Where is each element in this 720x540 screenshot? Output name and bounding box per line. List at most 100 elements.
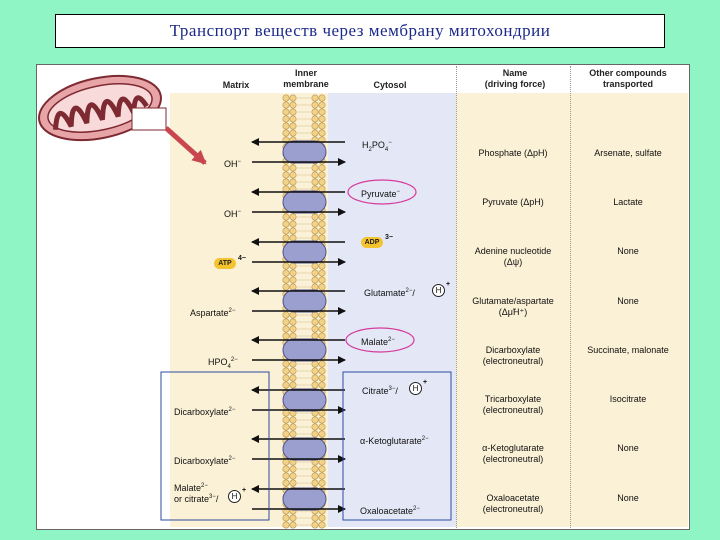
label-malate-or-citrate-line1: Malate2− — [174, 481, 208, 493]
lipid-head — [289, 164, 297, 172]
transporter-3 — [282, 240, 327, 264]
lipid-head — [318, 164, 326, 172]
lipid-head — [318, 374, 326, 382]
label-h2po4-h: H — [362, 140, 369, 150]
matrix-zone — [170, 93, 280, 527]
label-malate: Malate2− — [361, 335, 395, 347]
name-cell-3-line1: Adenine nucleotide — [474, 246, 552, 256]
label-ketoglutarate: α-Ketoglutarate2− — [360, 434, 429, 446]
header-membrane-line2: membrane — [283, 79, 329, 89]
lipid-head — [289, 423, 297, 431]
lipid-head — [311, 122, 319, 130]
name-cell-8: Oxaloacetate (electroneutral) — [460, 493, 566, 515]
label-aspartate-charge: 2− — [228, 308, 236, 314]
lipid-head — [318, 94, 326, 102]
name-cell-7-line2: (electroneutral) — [482, 454, 544, 464]
label-dicarboxylate-1: Dicarboxylate2− — [174, 405, 235, 417]
lipid-head — [282, 283, 290, 291]
label-dicarboxylate-2-text: Dicarboxylate — [174, 456, 229, 466]
transporter-6 — [282, 388, 327, 412]
lipid-head — [282, 108, 290, 116]
lipid-head — [289, 122, 297, 130]
label-slash-left: / — [215, 494, 219, 504]
lipid-head — [311, 325, 319, 333]
lipid-head — [282, 479, 290, 487]
lipid-head — [282, 94, 290, 102]
lipid-head — [318, 367, 326, 375]
lipid-head — [318, 458, 326, 466]
lipid-head — [282, 367, 290, 375]
label-glutamate: Glutamate2−/ — [364, 286, 415, 298]
other-cell-2-line1: Lactate — [613, 197, 643, 207]
name-cell-4: Glutamate/aspartate (Δμ̃H⁺) — [460, 296, 566, 318]
lipid-head — [311, 129, 319, 137]
name-cell-3-line2: (Δψ) — [503, 257, 523, 267]
lipid-head — [318, 381, 326, 389]
lipid-head — [282, 171, 290, 179]
lipid-head — [289, 283, 297, 291]
name-cell-1: Phosphate (ΔpH) — [460, 148, 566, 159]
lipid-head — [311, 521, 319, 529]
label-aspartate-text: Aspartate — [190, 308, 229, 318]
lipid-head — [318, 430, 326, 438]
lipid-head — [289, 178, 297, 186]
label-oxaloacetate-charge: 2− — [413, 506, 420, 512]
mitochondrion-icon — [38, 74, 207, 165]
proton-citrate-charge: + — [423, 379, 428, 386]
lipid-head — [282, 185, 290, 193]
label-hpo4-text: HPO — [208, 357, 228, 367]
lipid-head — [311, 213, 319, 221]
lipid-head — [282, 178, 290, 186]
label-oh-1-charge: − — [237, 159, 242, 165]
other-cell-6-line1: Isocitrate — [609, 394, 647, 404]
label-h2po4: H2PO4− — [362, 138, 392, 155]
lipid-head — [311, 479, 319, 487]
label-malate-left-charge: 2− — [201, 483, 208, 489]
lipid-head — [318, 213, 326, 221]
proton-citrate-text: H — [412, 384, 419, 393]
lipid-head — [282, 374, 290, 382]
lipid-head — [289, 129, 297, 137]
lipid-head — [282, 416, 290, 424]
lipid-head — [282, 129, 290, 137]
label-h2po4-charge: − — [388, 140, 392, 146]
lipid-head — [289, 360, 297, 368]
lipid-head — [282, 234, 290, 242]
label-hpo4-charge: 2− — [230, 357, 238, 363]
lipid-head — [282, 115, 290, 123]
lipid-head — [282, 213, 290, 221]
lipid-head — [289, 171, 297, 179]
lipid-head — [318, 276, 326, 284]
header-other: Other compounds transported — [576, 68, 680, 90]
lipid-head — [311, 283, 319, 291]
label-oh-1: OH− — [224, 157, 241, 169]
lipid-head — [289, 332, 297, 340]
lipid-head — [318, 185, 326, 193]
other-cell-4-line1: None — [617, 296, 639, 306]
lipid-head — [318, 479, 326, 487]
atp-charge: 4− — [238, 255, 246, 262]
lipid-head — [282, 409, 290, 417]
label-dicarboxylate-1-charge: 2− — [228, 407, 236, 413]
lipid-head — [318, 178, 326, 186]
lipid-head — [282, 276, 290, 284]
lipid-head — [318, 234, 326, 242]
other-cell-3-line1: None — [617, 246, 639, 256]
lipid-head — [289, 430, 297, 438]
transporter-group — [282, 140, 327, 511]
label-citrate: Citrate3−/ — [362, 384, 398, 396]
table-zone — [456, 93, 688, 527]
proton-left-charge: + — [242, 487, 247, 494]
lipid-head — [311, 220, 319, 228]
lipid-head — [318, 514, 326, 522]
header-name: Name (driving force) — [470, 68, 560, 90]
lipid-head — [289, 416, 297, 424]
lipid-head — [282, 465, 290, 473]
other-cell-5: Succinate, malonate — [574, 345, 682, 356]
lipid-head — [282, 458, 290, 466]
label-or-citrate-charge: 3− — [209, 494, 216, 500]
lipid-head — [311, 101, 319, 109]
lipid-head — [311, 430, 319, 438]
lipid-head — [289, 227, 297, 235]
lipid-head — [318, 101, 326, 109]
